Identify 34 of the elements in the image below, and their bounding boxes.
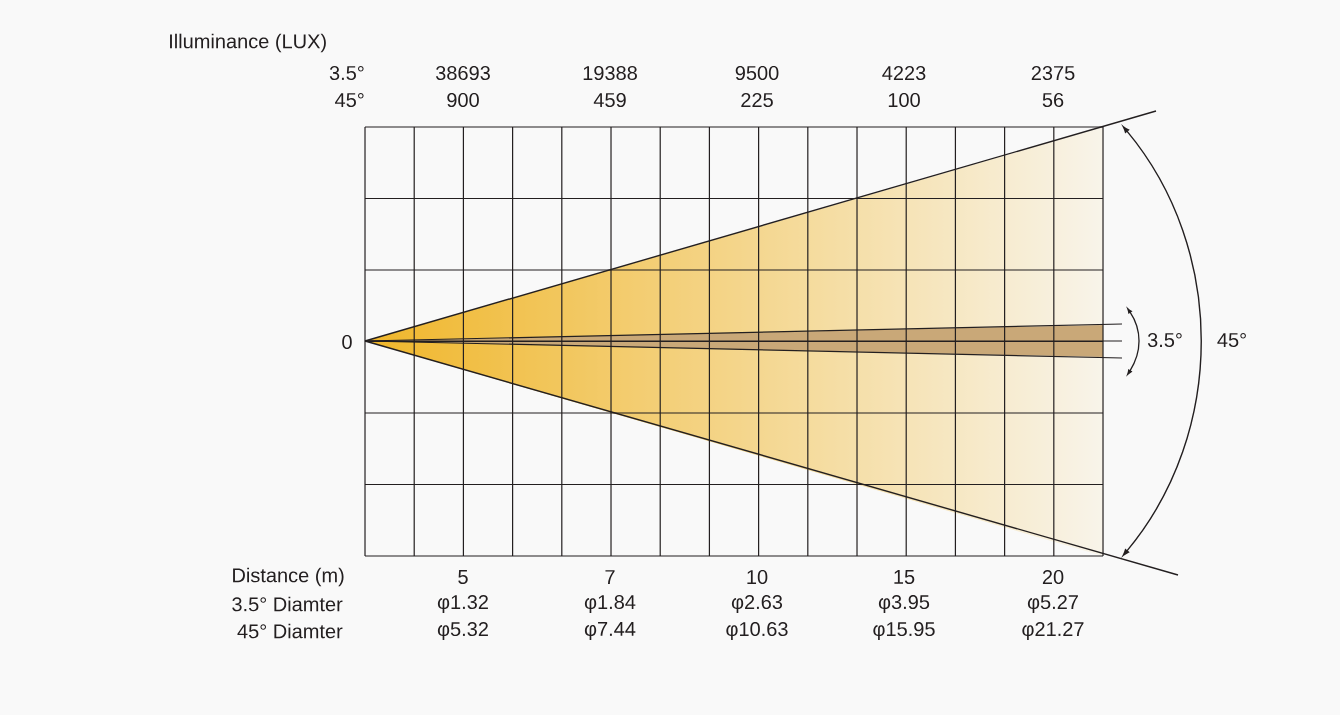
illuminance-value: 56 xyxy=(1042,92,1064,108)
diameter-value: φ5.32 xyxy=(437,621,488,641)
row-heading: 45° Diamter xyxy=(237,623,343,639)
origin-label: 0 xyxy=(342,334,352,350)
distance-value: 10 xyxy=(747,569,768,585)
illuminance-value: 2375 xyxy=(1031,65,1075,81)
illuminance-value: 9500 xyxy=(735,65,779,81)
diameter-value: φ2.63 xyxy=(731,594,783,614)
distance-value: 15 xyxy=(894,570,915,584)
diameter-value: φ21.27 xyxy=(1022,621,1084,641)
illuminance-value: 4223 xyxy=(882,65,926,81)
distance-value: 5 xyxy=(458,570,468,584)
axis-title: Illuminance (LUX) xyxy=(170,33,326,53)
diameter-value: φ1.32 xyxy=(437,594,488,614)
row-heading: 45° xyxy=(335,92,364,108)
row-heading: 3.5° xyxy=(329,65,364,81)
illuminance-value: 225 xyxy=(741,92,773,108)
angle-label: 45° xyxy=(1217,332,1246,348)
distance-value: 20 xyxy=(1042,569,1064,585)
diameter-value: φ5.27 xyxy=(1027,594,1078,614)
diameter-value: φ15.95 xyxy=(873,621,935,641)
diameter-value: φ1.84 xyxy=(584,594,636,614)
illuminance-value: 459 xyxy=(593,92,626,108)
diameter-value: φ7.44 xyxy=(584,622,636,640)
row-heading: 3.5° Diamter xyxy=(232,596,343,612)
illuminance-value: 100 xyxy=(888,92,920,108)
illuminance-value: 38693 xyxy=(435,65,490,81)
axis-title: Distance (m) xyxy=(233,567,344,587)
diameter-value: φ10.63 xyxy=(726,621,788,641)
angle-label: 3.5° xyxy=(1147,332,1182,348)
illuminance-value: 19388 xyxy=(583,65,637,81)
illuminance-value: 900 xyxy=(447,92,479,108)
distance-value: 7 xyxy=(605,570,615,584)
diameter-value: φ3.95 xyxy=(878,594,930,614)
